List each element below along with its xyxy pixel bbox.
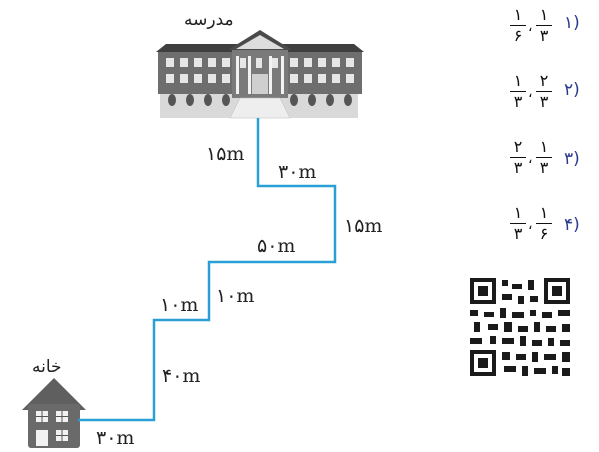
school-building-icon [156, 30, 364, 119]
option-4-number[interactable]: ۴) [564, 215, 580, 235]
option-3-number[interactable]: ۳) [564, 149, 580, 169]
segment-label-6: ۱۰m [160, 294, 199, 316]
option-2-a-numerator: ۲ [539, 71, 549, 90]
house-icon [22, 378, 86, 448]
option-2-b-numerator: ۱ [513, 71, 523, 90]
home-label: خانه [32, 357, 62, 377]
segment-label-8: ۳۰m [96, 427, 135, 449]
segment-label-3: ۱۵m [344, 215, 383, 237]
segment-label-2: ۳۰m [278, 161, 317, 183]
option-2-number[interactable]: ۲) [564, 80, 580, 100]
option-2-a-denominator: ۳ [539, 92, 549, 111]
option-4-a-denominator: ۶ [539, 224, 549, 243]
option-4-b-denominator: ۳ [513, 224, 523, 243]
option-3-b-denominator: ۳ [513, 158, 523, 177]
segment-label-4: ۵۰m [257, 235, 296, 257]
option-1-b-denominator: ۶ [513, 26, 523, 45]
option-1-a-denominator: ۳ [539, 26, 549, 45]
option-1-b-numerator: ۱ [513, 5, 523, 24]
option-4-b-numerator: ۱ [513, 203, 523, 222]
option-4-separator: ، [528, 217, 533, 233]
option-1-number[interactable]: ۱) [564, 13, 580, 33]
option-3-separator: ، [528, 151, 533, 167]
route-path [78, 118, 337, 422]
option-3-a-numerator: ۱ [539, 137, 549, 156]
school-label: مدرسه [184, 10, 234, 30]
option-4-a-numerator: ۱ [539, 203, 549, 222]
option-1-a-numerator: ۱ [539, 5, 549, 24]
segment-label-7: ۴۰m [162, 365, 201, 387]
segment-label-1: ۱۵m [206, 143, 245, 165]
option-1-separator: ، [528, 19, 533, 35]
option-3-b-numerator: ۲ [513, 137, 523, 156]
qr-code [466, 270, 576, 382]
segment-label-5: ۱۰m [216, 285, 255, 307]
option-2-separator: ، [528, 85, 533, 101]
option-3-a-denominator: ۳ [539, 158, 549, 177]
option-2-b-denominator: ۳ [513, 92, 523, 111]
